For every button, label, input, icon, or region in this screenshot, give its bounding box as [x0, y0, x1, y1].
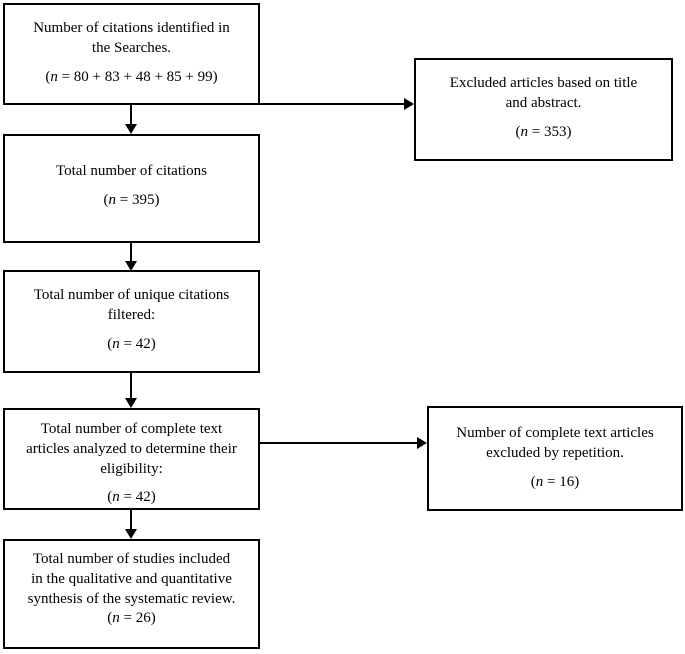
count-italic-n: n — [535, 473, 544, 490]
connector-unique-to-fulltext-shaft — [130, 373, 132, 400]
box-fulltext-eligibility: Total number of complete text articles a… — [3, 408, 260, 510]
count-value: = 42) — [119, 489, 156, 506]
box-line: Total number of citations — [56, 163, 207, 179]
box-line: Number of complete text articles — [456, 425, 654, 441]
box-count: (n = 80 + 83 + 48 + 85 + 99) — [45, 68, 217, 88]
box-line: articles analyzed to determine their — [26, 440, 237, 457]
box-count: (n = 26) — [107, 609, 155, 629]
box-line: excluded by repetition. — [486, 444, 624, 461]
box-line: Total number of unique citations — [33, 287, 230, 303]
box-line: synthesis of the systematic review. — [27, 590, 236, 607]
connector-fulltext-to-included-head — [125, 529, 137, 539]
count-italic-n: n — [520, 123, 529, 140]
box-excluded-title-abstract: Excluded articles based on title and abs… — [414, 58, 673, 161]
box-line: Total number of complete text — [40, 421, 223, 437]
count-prefix: ( — [107, 335, 113, 352]
count-prefix: ( — [515, 123, 521, 140]
connector-identified-to-total-shaft — [130, 105, 132, 126]
box-excluded-repetition: Number of complete text articles exclude… — [427, 406, 683, 511]
connector-total-to-unique-shaft — [130, 243, 132, 264]
box-line: filtered: — [107, 306, 156, 323]
count-italic-n: n — [108, 191, 117, 208]
count-prefix: ( — [107, 489, 113, 506]
box-unique-citations: Total number of unique citations filtere… — [3, 270, 260, 373]
box-count: (n = 395) — [104, 191, 160, 211]
box-count: (n = 353) — [516, 123, 572, 143]
connector-identified-to-excluded-shaft — [260, 103, 406, 105]
box-line: Total number of studies included — [32, 551, 231, 567]
count-value: = 395) — [116, 191, 160, 208]
box-line: eligibility: — [100, 460, 163, 477]
count-italic-n: n — [112, 335, 120, 352]
connector-total-to-unique-head — [125, 261, 137, 271]
connector-fulltext-to-repetition-shaft — [260, 442, 419, 444]
box-included-studies: Total number of studies included in the … — [3, 539, 260, 649]
count-italic-n: n — [112, 610, 120, 627]
count-italic-n: n — [112, 489, 120, 506]
count-prefix: ( — [45, 68, 51, 85]
box-line: the Searches. — [91, 39, 172, 56]
connector-identified-to-excluded-head — [404, 98, 414, 110]
count-value: = 42) — [119, 335, 156, 352]
count-value: = 26) — [119, 610, 156, 627]
box-total-citations: Total number of citations (n = 395) — [3, 134, 260, 243]
count-prefix: ( — [103, 191, 109, 208]
count-value: = 16) — [543, 473, 580, 490]
count-italic-n: n — [50, 68, 58, 85]
count-value: = 353) — [528, 123, 572, 140]
box-count: (n = 42) — [107, 335, 155, 355]
box-count: (n = 42) — [107, 488, 155, 508]
connector-fulltext-to-repetition-head — [417, 437, 427, 449]
connector-identified-to-total-head — [125, 124, 137, 134]
count-value: = 80 + 83 + 48 + 85 + 99) — [57, 68, 218, 85]
count-prefix: ( — [530, 473, 536, 490]
box-line: Excluded articles based on title — [449, 75, 638, 91]
connector-unique-to-fulltext-head — [125, 398, 137, 408]
box-line: Number of citations identified in — [33, 20, 230, 36]
count-prefix: ( — [107, 610, 113, 627]
box-line: and abstract. — [505, 94, 582, 111]
box-citations-identified: Number of citations identified in the Se… — [3, 3, 260, 105]
connector-fulltext-to-included-shaft — [130, 510, 132, 531]
box-count: (n = 16) — [531, 473, 579, 493]
box-line: in the qualitative and quantitative — [31, 570, 232, 587]
